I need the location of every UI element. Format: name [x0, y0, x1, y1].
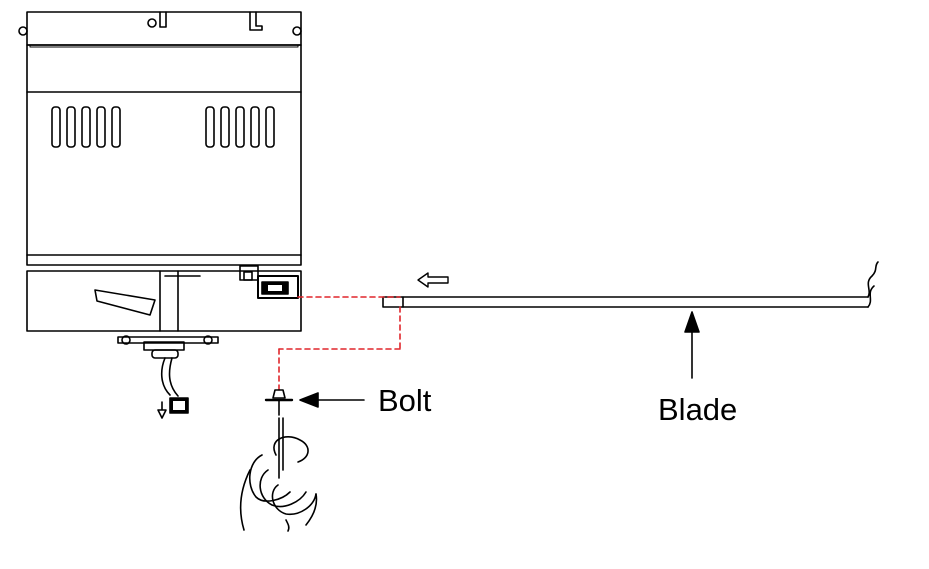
bolt-label: Bolt: [378, 383, 432, 418]
vent-slots-left: [51, 106, 121, 148]
bolt-icon: [264, 389, 294, 416]
alignment-guide: [278, 296, 401, 391]
blade: [382, 261, 879, 308]
switch-housing: [117, 335, 219, 419]
blade-label: Blade: [658, 392, 738, 427]
arrow-up-icon: [684, 311, 700, 379]
motor-lower-section: [26, 265, 302, 332]
arrow-left-icon: [299, 392, 365, 408]
mounting-bracket: [18, 11, 302, 48]
motor-housing: [18, 11, 302, 419]
hand-icon: [239, 417, 318, 532]
vent-slots-right: [205, 106, 275, 148]
arrow-down-outline-icon: [157, 401, 167, 419]
housing-body: [26, 44, 302, 266]
arrow-left-outline-icon: [417, 272, 449, 288]
